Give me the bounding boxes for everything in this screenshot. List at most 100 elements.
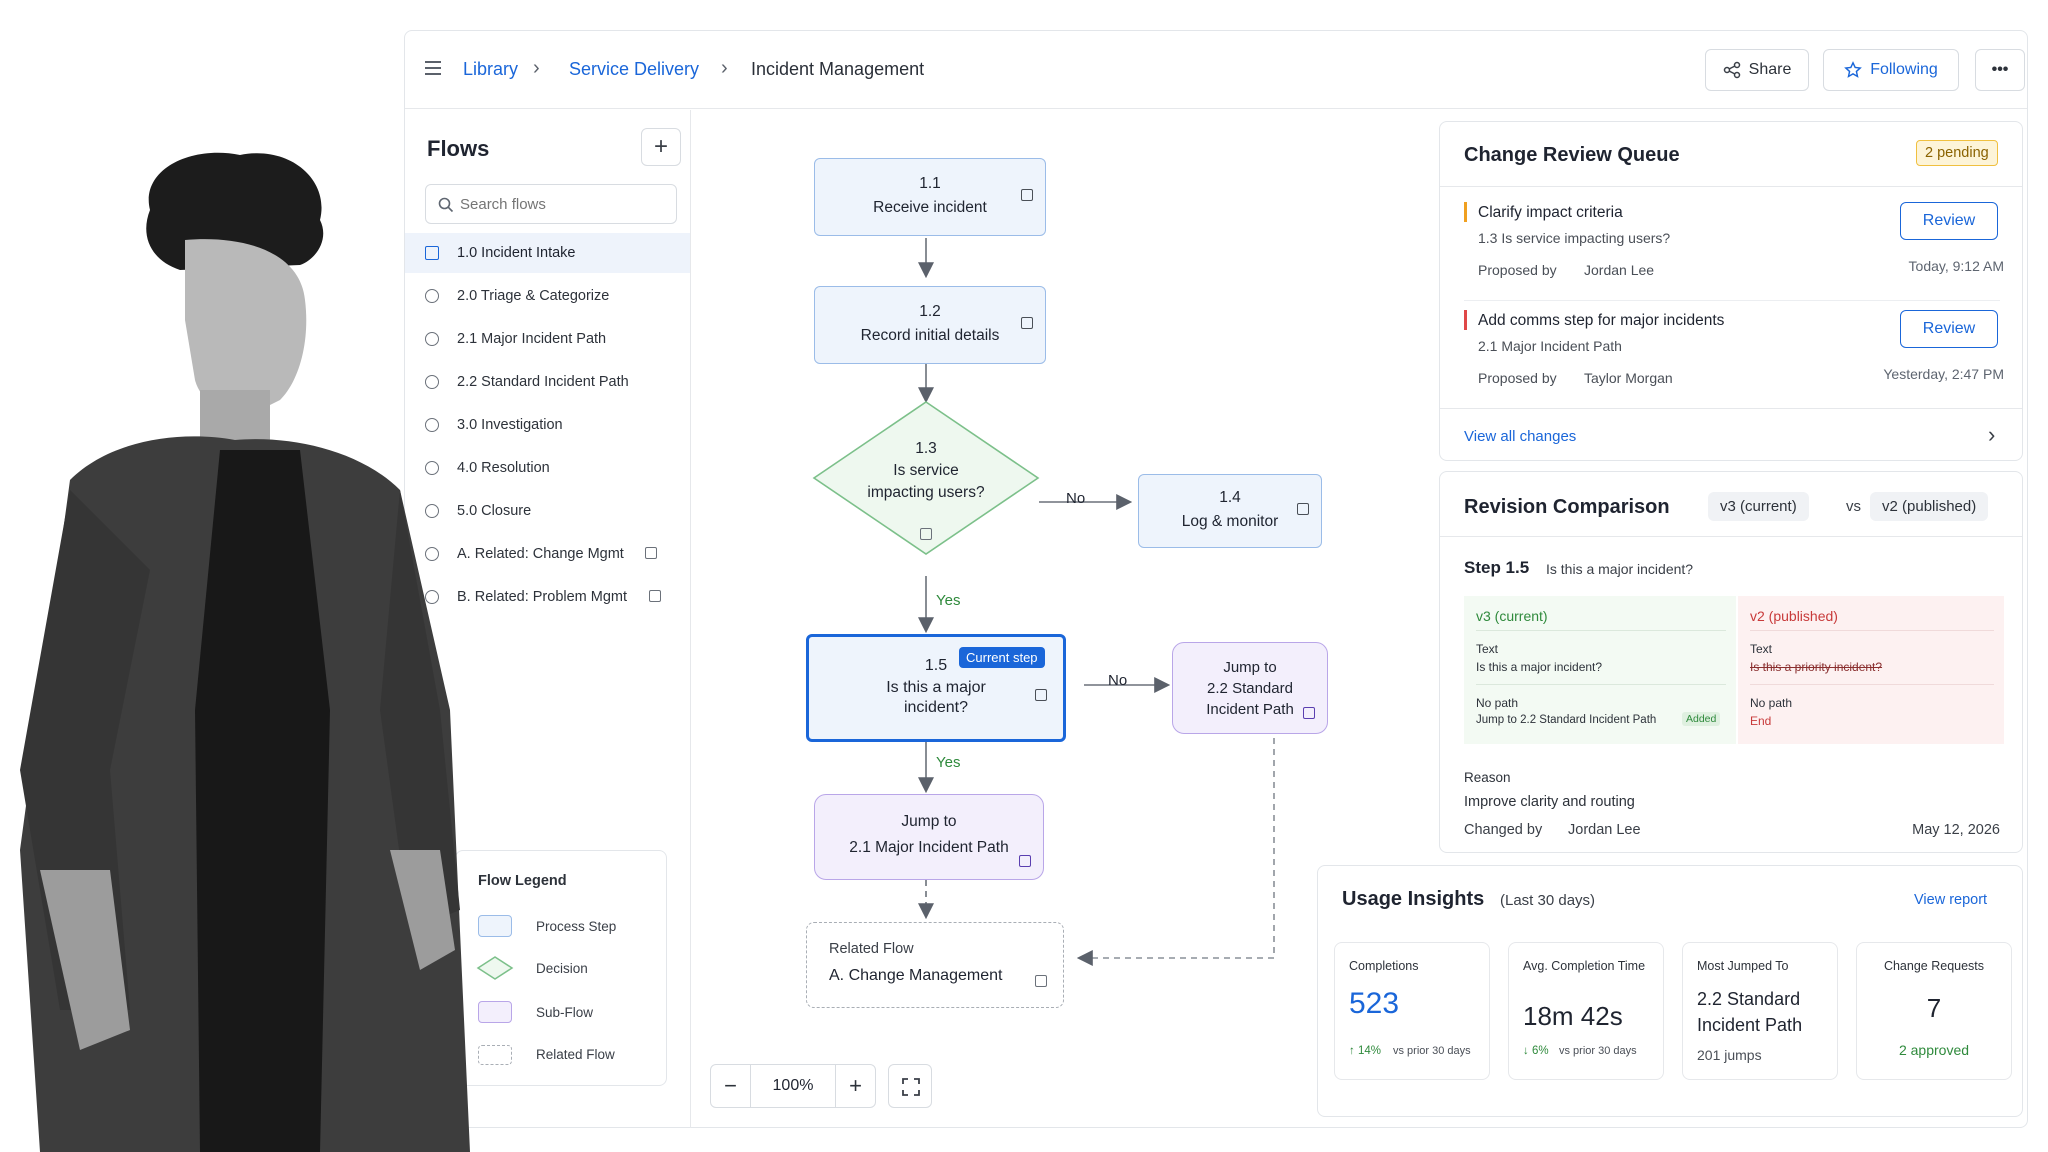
stat-label: Completions [1349, 959, 1419, 973]
sidebar-item-standard-incident[interactable]: 2.2 Standard Incident Path [405, 362, 690, 402]
related-flow-node[interactable]: Related Flow A. Change Management [806, 922, 1064, 1008]
stat-change-requests: Change Requests 7 2 approved [1856, 942, 2012, 1080]
sidebar-item-label: 5.0 Closure [457, 503, 532, 519]
zoom-in-button[interactable]: + [835, 1065, 875, 1107]
reason-text: Improve clarity and routing [1464, 794, 1635, 810]
sidebar-item-incident-intake[interactable]: 1.0 Incident Intake [405, 233, 690, 273]
search-input[interactable] [460, 193, 660, 215]
revision-comparison: Revision Comparison v3 (current) vs v2 (… [1439, 471, 2023, 853]
top-bar: Library › Service Delivery › Incident Ma… [405, 31, 2027, 109]
jump-line2: 2.2 Standard [1207, 680, 1293, 697]
sidebar-title: Flows [427, 136, 490, 161]
stat-value-line1: 2.2 Standard [1697, 989, 1801, 1009]
zoom-out-button[interactable]: − [711, 1065, 751, 1107]
diff-text-value: Is this a major incident? [1476, 660, 1603, 674]
search-flows-field[interactable] [425, 184, 677, 224]
external-link-icon [645, 547, 657, 559]
view-all-changes-link[interactable]: View all changes [1464, 428, 1577, 445]
sidebar-item-closure[interactable]: 5.0 Closure [405, 491, 690, 531]
node-text: Log & monitor [1181, 513, 1279, 530]
node-text: Record initial details [860, 327, 1000, 344]
jump-to-2-1-node[interactable]: Jump to 2.1 Major Incident Path [814, 794, 1044, 880]
revision-title: Revision Comparison [1464, 496, 1670, 518]
jump-to-2-2-node[interactable]: Jump to 2.2 Standard Incident Path [1172, 642, 1328, 734]
external-link-icon [649, 590, 661, 602]
legend-process-swatch [478, 915, 512, 937]
added-badge: Added [1682, 712, 1721, 726]
flow-icon [425, 504, 439, 518]
stat-label: Most Jumped To [1697, 959, 1789, 973]
legend-process-label: Process Step [536, 919, 617, 934]
proposed-by-label: Proposed by [1478, 370, 1557, 386]
diff-published-head: v2 (published) [1750, 608, 1838, 624]
share-button[interactable]: Share [1705, 49, 1809, 91]
legend-subflow-swatch [478, 1001, 512, 1023]
sidebar-item-major-incident[interactable]: 2.1 Major Incident Path [405, 319, 690, 359]
stat-most-jumped-to: Most Jumped To 2.2 Standard Incident Pat… [1682, 942, 1838, 1080]
zoom-controls: − 100% + [710, 1064, 876, 1108]
sidebar-item-change-mgmt[interactable]: A. Related: Change Mgmt [405, 534, 690, 574]
chevron-right-icon[interactable]: › [1988, 422, 1996, 447]
person-photo [20, 152, 470, 1152]
change-review-queue: Change Review Queue 2 pending Clarify im… [1439, 121, 2023, 461]
node-1-4[interactable]: 1.4 Log & monitor [1138, 474, 1322, 548]
node-text-line2: impacting users? [867, 484, 985, 501]
node-1-2[interactable]: 1.2 Record initial details [814, 286, 1046, 364]
review-button[interactable]: Review [1900, 310, 1998, 348]
node-number: 1.2 [919, 303, 941, 320]
review-item-time: Yesterday, 2:47 PM [1883, 366, 2004, 382]
flow-icon [425, 375, 439, 389]
following-button[interactable]: Following [1823, 49, 1959, 91]
stat-note: 201 jumps [1697, 1047, 1762, 1063]
flow-icon [425, 590, 439, 604]
stat-value-line2: Incident Path [1697, 1015, 1803, 1035]
current-step-badge: Current step [959, 647, 1045, 668]
lock-icon [1021, 189, 1033, 201]
sidebar-item-label: 3.0 Investigation [457, 417, 563, 433]
proposed-by-name: Jordan Lee [1584, 262, 1655, 278]
star-icon [1844, 61, 1863, 78]
breadcrumb-service-delivery[interactable]: Service Delivery [569, 59, 700, 79]
diff-no-path-label: No path [1750, 696, 1793, 710]
flow-icon [425, 547, 439, 561]
breadcrumb-library[interactable]: Library [463, 59, 519, 79]
review-item-sub: 1.3 Is service impacting users? [1478, 230, 1671, 246]
view-report-link[interactable]: View report [1914, 892, 1988, 908]
decision-1-3-shape[interactable] [810, 398, 1042, 558]
sidebar-item-triage[interactable]: 2.0 Triage & Categorize [405, 276, 690, 316]
vs-label: vs [1846, 498, 1861, 515]
node-1-5-current[interactable]: 1.5 Is this a major incident? Current st… [806, 634, 1066, 742]
version-published-chip[interactable]: v2 (published) [1870, 492, 1989, 521]
diff-no-path-value: End [1750, 714, 1772, 728]
decision-1-3-text: 1.3 Is service impacting users? [840, 438, 1012, 504]
more-options-button[interactable]: ••• [1975, 49, 2025, 91]
related-flow-name: A. Change Management [829, 967, 1003, 984]
lock-icon [1021, 317, 1033, 329]
plus-icon: + [653, 133, 668, 160]
diff-text-label: Text [1476, 642, 1499, 656]
stat-delta-note: vs prior 30 days [1393, 1045, 1471, 1057]
sidebar-item-investigation[interactable]: 3.0 Investigation [405, 405, 690, 445]
menu-icon[interactable] [425, 61, 441, 75]
sidebar-item-label: 2.2 Standard Incident Path [457, 374, 629, 390]
sidebar-item-label: B. Related: Problem Mgmt [457, 589, 628, 605]
changed-by-name: Jordan Lee [1568, 822, 1641, 838]
chevron-right-icon: › [533, 57, 540, 79]
add-flow-button[interactable]: + [641, 128, 681, 166]
node-text-line2: incident? [903, 699, 969, 716]
diff-no-path-value: Jump to 2.2 Standard Incident Path [1476, 714, 1657, 726]
stat-value: 523 [1349, 987, 1400, 1020]
node-text-line1: Is this a major [886, 679, 986, 696]
review-button[interactable]: Review [1900, 202, 1998, 240]
version-current-chip[interactable]: v3 (current) [1708, 492, 1809, 521]
changed-by-label: Changed by [1464, 822, 1543, 838]
node-1-1[interactable]: 1.1 Receive incident [814, 158, 1046, 236]
breadcrumb-current: Incident Management [751, 59, 925, 79]
sidebar-item-problem-mgmt[interactable]: B. Related: Problem Mgmt [405, 577, 690, 617]
review-title: Change Review Queue [1464, 144, 1680, 166]
fit-screen-button[interactable] [888, 1064, 932, 1108]
sidebar-item-label: 2.1 Major Incident Path [457, 331, 607, 347]
node-number: 1.3 [915, 440, 937, 457]
external-link-icon [1035, 975, 1047, 987]
sidebar-item-resolution[interactable]: 4.0 Resolution [405, 448, 690, 488]
